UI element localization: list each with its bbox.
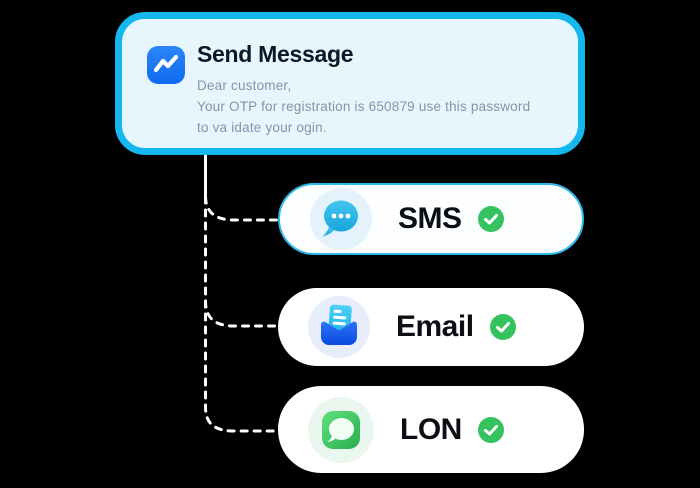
connector-dashed-lon xyxy=(204,299,283,433)
message-body-line-1: Dear customer, xyxy=(197,78,292,93)
send-message-text-block: Send Message Dear customer, Your OTP for… xyxy=(197,41,567,138)
green-message-icon xyxy=(308,396,374,463)
channel-label-lon: LON xyxy=(400,412,462,446)
check-icon xyxy=(477,206,504,232)
sms-chat-bubble-icon xyxy=(310,188,372,250)
check-icon xyxy=(489,314,516,340)
channel-card-lon[interactable]: LON xyxy=(278,386,584,473)
email-envelope-icon xyxy=(308,296,370,358)
connector-dashed-email xyxy=(204,195,283,328)
channel-card-sms[interactable]: SMS xyxy=(278,183,584,255)
channel-label-sms: SMS xyxy=(398,202,462,235)
send-message-card: Send Message Dear customer, Your OTP for… xyxy=(115,12,585,155)
connector-dashed-sms xyxy=(204,195,283,222)
message-body-line-3: to va idate your ogin. xyxy=(197,120,327,135)
send-message-title: Send Message xyxy=(197,41,354,67)
check-icon xyxy=(477,416,504,443)
channel-label-email: Email xyxy=(396,310,474,343)
trend-message-icon xyxy=(147,46,185,84)
channel-card-email[interactable]: Email xyxy=(278,288,584,366)
message-body-line-2: Your OTP for registration is 650879 use … xyxy=(197,99,531,114)
